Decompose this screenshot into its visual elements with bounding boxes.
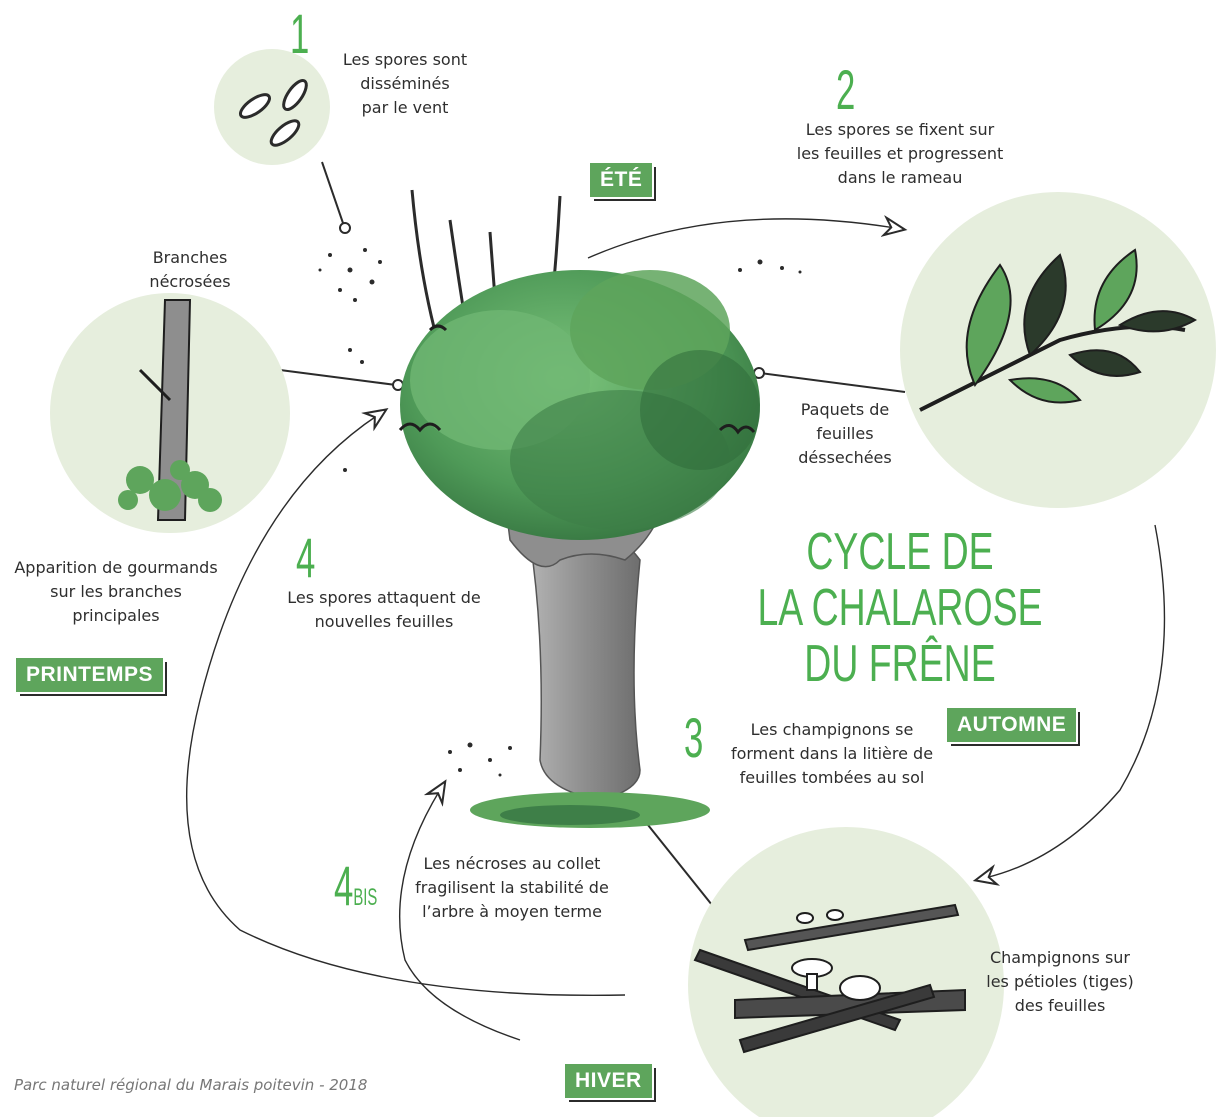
- text-line: nouvelles feuilles: [314, 612, 454, 631]
- text-line: les pétioles (tiges): [986, 972, 1134, 991]
- spore-icon: [239, 79, 308, 147]
- mushrooms-circle: [688, 827, 1004, 1117]
- text-line: fragilisent la stabilité de: [415, 878, 609, 897]
- text-line: Les nécroses au collet: [423, 854, 601, 873]
- cycle-arrows: [186, 219, 1166, 1041]
- text-line: nécrosées: [149, 272, 231, 291]
- step-1-text: Les spores sont disséminés par le vent: [325, 48, 485, 120]
- text-line: Branches: [152, 248, 228, 267]
- step-2-text: Les spores se fixent sur les feuilles et…: [770, 118, 1030, 190]
- title-line-2: LA CHALAROSE DU FRÊNE: [757, 579, 1043, 693]
- step-4bis-number: 4BIS: [334, 858, 377, 926]
- spores-circle: [214, 49, 330, 165]
- text-line: Paquets de: [800, 400, 890, 419]
- step-4bis-text: Les nécroses au collet fragilisent la st…: [400, 852, 624, 924]
- cycle-arrow-icon: [186, 415, 626, 997]
- label-branches: Branches nécrosées: [130, 246, 250, 294]
- text-line: sur les branches: [50, 582, 182, 601]
- diagram-title: CYCLE DE LA CHALAROSE DU FRÊNE: [727, 524, 1073, 692]
- season-automne: AUTOMNE: [947, 708, 1077, 742]
- credit-text: Parc naturel régional du Marais poitevin…: [14, 1076, 368, 1094]
- season-printemps: PRINTEMPS: [16, 658, 164, 692]
- leaf-icon: [919, 248, 1198, 412]
- text-line: Apparition de gourmands: [14, 558, 218, 577]
- cycle-arrow-icon: [985, 524, 1166, 878]
- text-line: forment dans la litière de: [730, 744, 934, 763]
- text-line: feuilles tombées au sol: [739, 768, 925, 787]
- step-2-number: 2: [836, 58, 856, 121]
- text-line: des feuilles: [1014, 996, 1106, 1015]
- text-line: déssechées: [798, 448, 892, 467]
- mushroom-icon: [791, 909, 881, 1001]
- text-line: Champignons sur: [989, 948, 1130, 967]
- cycle-arrow-icon: [587, 219, 895, 259]
- text-line: l’arbre à moyen terme: [422, 902, 602, 921]
- text-line: dans le rameau: [837, 168, 963, 187]
- step-4bis-digit: 4: [334, 854, 354, 917]
- text-line: les feuilles et progressent: [796, 144, 1004, 163]
- label-gourmands: Apparition de gourmands sur les branches…: [0, 556, 232, 628]
- tree-illustration: [398, 189, 760, 828]
- leaves-circle: [900, 192, 1216, 508]
- spore-specks: [318, 248, 802, 777]
- label-paquets: Paquets de feuilles déssechées: [780, 398, 910, 470]
- title-line-1: CYCLE DE: [806, 523, 994, 581]
- text-line: principales: [72, 606, 160, 625]
- text-line: disséminés: [360, 74, 450, 93]
- step-3-number: 3: [684, 706, 704, 769]
- season-ete: ÉTÉ: [590, 163, 653, 197]
- step-3-text: Les champignons se forment dans la litiè…: [712, 718, 952, 790]
- text-line: feuilles: [816, 424, 874, 443]
- cycle-arrow-icon: [398, 790, 521, 1041]
- step-4bis-suffix: BIS: [353, 884, 378, 911]
- text-line: Les spores sont: [342, 50, 468, 69]
- text-line: Les champignons se: [750, 720, 914, 739]
- branches-circle: [50, 293, 290, 533]
- step-4-text: Les spores attaquent de nouvelles feuill…: [274, 586, 494, 634]
- season-hiver: HIVER: [565, 1064, 652, 1098]
- step-4-number: 4: [296, 526, 316, 589]
- text-line: par le vent: [361, 98, 449, 117]
- text-line: Les spores se fixent sur: [805, 120, 995, 139]
- label-champignons: Champignons sur les pétioles (tiges) des…: [970, 946, 1150, 1018]
- text-line: Les spores attaquent de: [287, 588, 481, 607]
- step-1-number: 1: [290, 2, 310, 65]
